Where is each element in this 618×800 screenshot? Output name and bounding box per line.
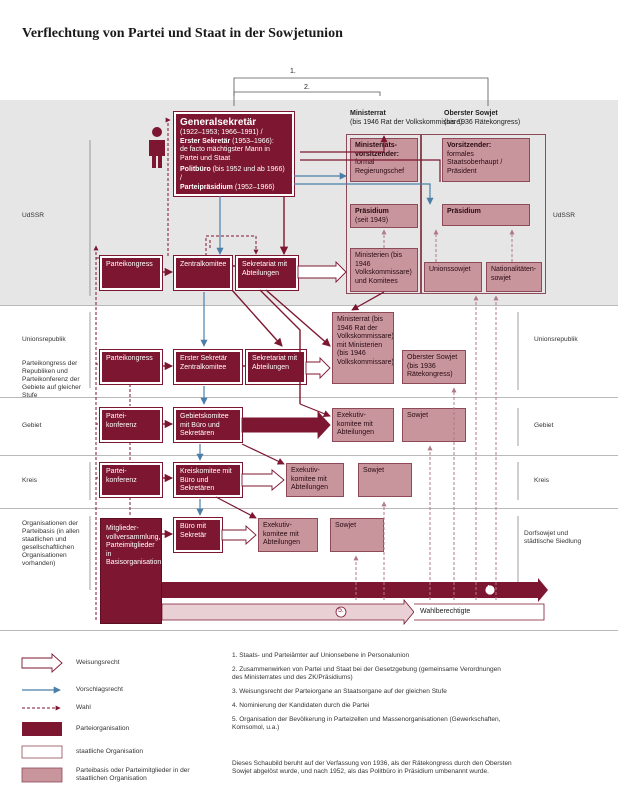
parteikonferenz-gebiet: Partei-konferenz bbox=[99, 407, 163, 443]
wahlberechtigte-label: Wahlberechtigte bbox=[420, 608, 471, 615]
sowjet-vorsitzender: Vorsitzender:formales Staatsoberhaupt / … bbox=[442, 138, 530, 182]
separator bbox=[0, 397, 618, 398]
note-1: 1. Staats- und Parteiämter auf Unionsebe… bbox=[232, 652, 410, 659]
buero-mit-sekretaer: Büro mit Sekretär bbox=[173, 517, 223, 553]
unionssowjet-box: Unionssowjet bbox=[424, 262, 482, 292]
person-icon bbox=[149, 127, 165, 168]
label-1: 1. bbox=[290, 68, 296, 75]
label-2: 2. bbox=[304, 84, 310, 91]
level-kreis-right: Kreis bbox=[534, 477, 550, 484]
erster-sekretaer-republik: Erster Sekretär Zentralkomitee bbox=[173, 349, 243, 385]
kreiskomitee: Kreiskomitee mit Büro und Sekretären bbox=[173, 462, 243, 498]
ministerien-box: Ministerien (bis 1946 Volkskommissare) u… bbox=[350, 248, 418, 292]
exekutivkomitee-basis: Exekutiv-komitee mit Abteilungen bbox=[258, 518, 318, 552]
zentralkomitee-udssr: Zentralkomitee bbox=[173, 255, 233, 291]
parteikonferenz-kreis: Partei-konferenz bbox=[99, 462, 163, 498]
ministerrat-republik: Ministerrat (bis 1946 Rat der Volkskommi… bbox=[332, 312, 394, 384]
legend-wahl: Wahl bbox=[76, 704, 91, 711]
separator bbox=[0, 630, 618, 631]
sowjet-gebiet: Sowjet bbox=[402, 408, 466, 442]
level-basis-left: Organisationen der Parteibasis (in allen… bbox=[22, 520, 80, 567]
level-parteikongress-note: Parteikongress der Republiken und Partei… bbox=[22, 360, 82, 399]
arrow5-label: 5. bbox=[338, 607, 344, 614]
separator bbox=[0, 455, 618, 456]
note-3: 3. Weisungsrecht der Parteiorgane an Sta… bbox=[232, 688, 447, 695]
nationalitaetensowjet-box: Nationalitäten-sowjet bbox=[486, 262, 542, 292]
separator bbox=[0, 508, 618, 509]
sowjet-kreis: Sowjet bbox=[358, 463, 412, 497]
legend-parteibasis: Parteibasis oder Parteimitglieder in der… bbox=[76, 767, 190, 782]
ministerrat-column bbox=[346, 134, 422, 294]
separator bbox=[0, 305, 618, 306]
parteikongress-udssr: Parteikongress bbox=[99, 255, 163, 291]
sekretariat-udssr: Sekretariat mit Abteilungen bbox=[235, 255, 299, 291]
page-title: Verflechtung von Partei und Staat in der… bbox=[22, 26, 343, 41]
exekutivkomitee-gebiet: Exekutiv-komitee mit Abteilungen bbox=[332, 408, 394, 442]
ministerrat-praesidium: Präsidium(seit 1949) bbox=[350, 204, 418, 228]
header-ministerrat: Ministerrat(bis 1946 Rat der Volkskommis… bbox=[350, 110, 463, 126]
footnote: Dieses Schaubild beruht auf der Verfassu… bbox=[232, 760, 512, 776]
oberster-sowjet-republik: Oberster Sowjet (bis 1936 Rätekongress) bbox=[402, 350, 466, 384]
level-basis-right: Dorfsowjet und städtische Siedlung bbox=[524, 530, 582, 545]
sowjet-column bbox=[420, 134, 546, 294]
generalsekretaer-box: Generalsekretär (1922–1953; 1966–1991) /… bbox=[173, 111, 295, 197]
level-kreis-left: Kreis bbox=[22, 477, 38, 484]
level-gebiet-left: Gebiet bbox=[22, 422, 42, 429]
level-unionsrepublik-left: Unionsrepublik bbox=[22, 336, 66, 343]
legend-parteiorganisation: Parteiorganisation bbox=[76, 725, 130, 732]
level-gebiet-right: Gebiet bbox=[534, 422, 554, 429]
sekretariat-republik: Sekretariat mit Abteilungen bbox=[245, 349, 307, 385]
exekutivkomitee-kreis: Exekutiv-komitee mit Abteilungen bbox=[286, 463, 344, 497]
legend-vorschlagsrecht: Vorschlagsrecht bbox=[76, 686, 123, 693]
sowjet-praesidium: Präsidium bbox=[442, 204, 530, 226]
note-4: 4. Nominierung der Kandidaten durch die … bbox=[232, 702, 370, 709]
header-oberster-sowjet: Oberster Sowjet(bis 1936 Rätekongress) bbox=[444, 110, 521, 126]
mitgliedervollversammlung: Mitglieder-vollversammlung, Parteimitgli… bbox=[100, 518, 162, 624]
level-unionsrepublik-right: Unionsrepublik bbox=[534, 336, 578, 343]
sowjet-basis: Sowjet bbox=[330, 518, 384, 552]
level-udssr-left: UdSSR bbox=[22, 212, 44, 219]
note-2: 2. Zusammenwirken von Partei und Staat b… bbox=[232, 666, 501, 682]
legend-weisungsrecht: Weisungsrecht bbox=[76, 659, 120, 666]
legend-staatliche-organisation: staatliche Organisation bbox=[76, 748, 144, 755]
level-udssr-right: UdSSR bbox=[553, 212, 575, 219]
parteikongress-republik: Parteikongress bbox=[99, 349, 163, 385]
arrow4-label: 4. bbox=[486, 585, 492, 592]
note-5: 5. Organisation der Bevölkerung in Parte… bbox=[232, 716, 501, 732]
gebietskomitee: Gebietskomitee mit Büro und Sekretären bbox=[173, 407, 243, 443]
